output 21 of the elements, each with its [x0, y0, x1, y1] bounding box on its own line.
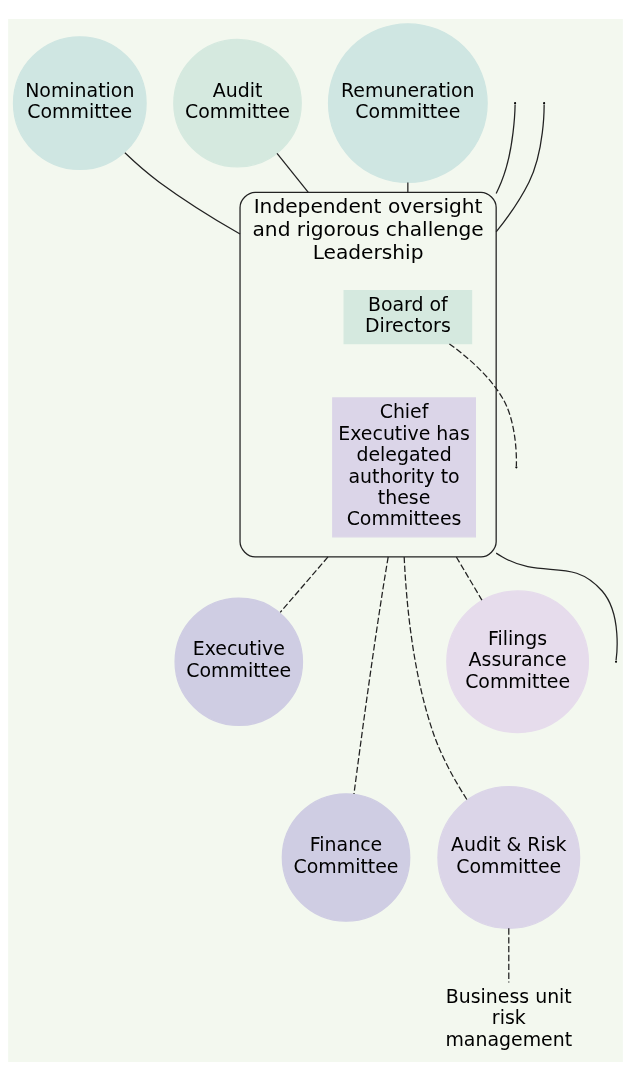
connector: [448, 343, 518, 467]
node-circle: Finance Committee: [281, 793, 411, 922]
connector: [495, 552, 618, 661]
node-text: Business unit risk management: [445, 984, 573, 1050]
node-circle: Filings Assurance Committee: [446, 590, 590, 734]
node-circle: Audit & Risk Committee: [437, 786, 581, 929]
connector: [455, 556, 483, 601]
connector: [495, 103, 545, 233]
node-box: Board of Directors: [343, 290, 473, 345]
node-circle: Remuneration Committee: [327, 23, 488, 184]
node-box: Chief Executive has delegated authority to these Committees: [332, 397, 476, 538]
node-circle: Executive Committee: [174, 597, 304, 727]
node-circle: Audit Committee: [173, 38, 302, 168]
connector: [353, 556, 389, 795]
connector: [124, 152, 241, 235]
connector: [279, 556, 329, 614]
connector: [508, 927, 510, 984]
connector: [403, 556, 468, 801]
node-circle: Nomination Committee: [12, 36, 147, 171]
connector: [276, 152, 309, 193]
connector: [495, 103, 516, 195]
